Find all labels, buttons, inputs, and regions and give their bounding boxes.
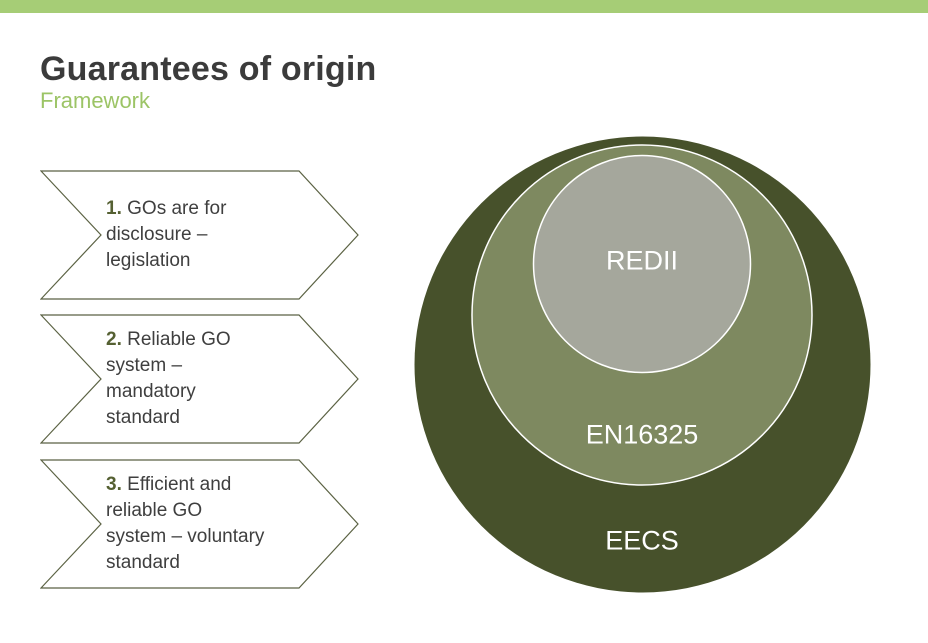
step-number: 3. [106,474,122,495]
chevron-arrow-shape [40,314,359,444]
slide-accent-bar [0,0,928,13]
step-chevron-3: 3. Efficient and reliable GO system – vo… [40,459,360,589]
chevron-arrow-shape [40,459,359,589]
label-en16325: EN16325 [586,420,699,450]
label-redii: REDII [606,246,678,276]
step-chevron-2: 2. Reliable GO system – mandatory standa… [40,314,360,444]
step-chevron-1: 1. GOs are for disclosure – legislation [40,170,360,300]
step-number: 2. [106,329,122,350]
step-text: 1. GOs are for disclosure – legislation [106,196,302,274]
step-label: Efficient and reliable GO system – volun… [106,474,265,573]
step-text: 3. Efficient and reliable GO system – vo… [106,472,302,576]
step-number: 1. [106,198,122,219]
label-eecs: EECS [605,526,679,556]
inner-circle-redii [532,154,752,374]
step-label: Reliable GO system – mandatory standard [106,329,231,428]
nested-circles-diagram: REDII EN16325 EECS [414,136,871,593]
page-title: Guarantees of origin [40,49,377,88]
page-subtitle: Framework [40,88,151,113]
step-text: 2. Reliable GO system – mandatory standa… [106,327,302,431]
step-label: GOs are for disclosure – legislation [106,198,227,271]
chevron-arrow-shape [40,170,359,300]
